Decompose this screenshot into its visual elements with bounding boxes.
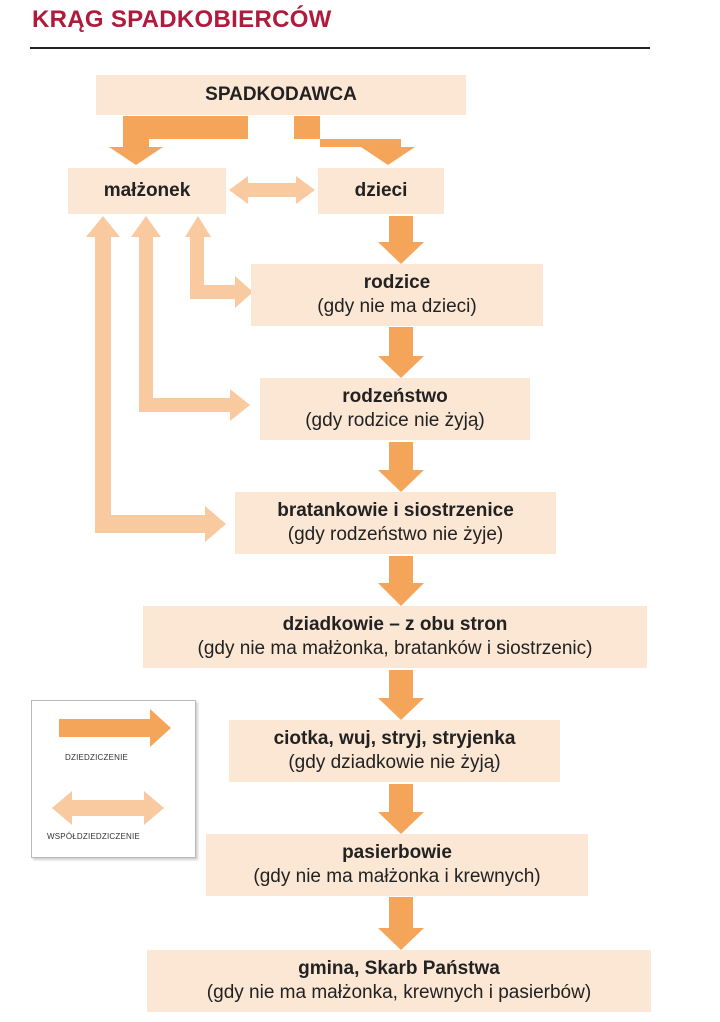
- arrow-rodzice-to-rodzenstwo: [378, 327, 424, 378]
- arrow-malzonek-dzieci-double: [229, 176, 315, 204]
- node-spadkodawca: SPADKODAWCA: [96, 75, 466, 115]
- node-pasierbowie-condition: (gdy nie ma małżonka i krewnych): [253, 866, 541, 887]
- node-bratankowie-condition: (gdy rodzeństwo nie żyje): [287, 524, 504, 545]
- legend-inheritance-arrow-icon: [59, 709, 171, 747]
- arrow-malzonek-rodzice-double: [185, 216, 253, 308]
- node-rodzice-label: rodzice: [363, 272, 431, 293]
- arrow-pasierbowie-to-gmina: [378, 897, 424, 950]
- legend-coinheritance-arrow-icon: [52, 791, 164, 825]
- arrow-spadkodawca-to-dzieci: [294, 116, 415, 165]
- node-rodzice: rodzice (gdy nie ma dzieci): [251, 264, 543, 326]
- node-dziadkowie-label: dziadkowie – z obu stron: [282, 614, 508, 635]
- arrow-spadkodawca-to-malzonek: [109, 116, 248, 165]
- node-spadkodawca-label: SPADKODAWCA: [205, 84, 357, 105]
- node-dziadkowie: dziadkowie – z obu stron (gdy nie ma mał…: [143, 606, 647, 668]
- node-rodzice-condition: (gdy nie ma dzieci): [317, 296, 477, 317]
- arrow-malzonek-bratankowie-double: [86, 216, 226, 542]
- title-divider: [30, 47, 650, 49]
- node-gmina-condition: (gdy nie ma małżonka, krewnych i pasierb…: [206, 982, 592, 1003]
- node-pasierbowie-label: pasierbowie: [342, 842, 452, 863]
- diagram-title: KRĄG SPADKOBIERCÓW: [32, 6, 332, 33]
- node-dzieci: dzieci: [318, 168, 444, 214]
- node-rodzenstwo: rodzeństwo (gdy rodzice nie żyją): [260, 378, 530, 440]
- inheritance-arrows: [109, 116, 424, 950]
- node-bratankowie-label: bratankowie i siostrzenice: [277, 500, 514, 521]
- legend-arrows: [52, 709, 171, 825]
- node-ciotka: ciotka, wuj, stryj, stryjenka (gdy dziad…: [229, 720, 560, 782]
- node-malzonek: małżonek: [68, 168, 226, 214]
- legend-inheritance-label: DZIEDZICZENIE: [65, 753, 129, 762]
- arrow-ciotka-to-pasierbowie: [378, 784, 424, 834]
- legend: DZIEDZICZENIE WSPÓŁDZIEDZICZENIE: [31, 700, 196, 858]
- arrow-dziadkowie-to-ciotka: [378, 670, 424, 720]
- arrow-malzonek-rodzenstwo-double: [131, 216, 250, 421]
- node-dziadkowie-condition: (gdy nie ma małżonka, bratanków i siostr…: [197, 638, 593, 659]
- legend-coinheritance-label: WSPÓŁDZIEDZICZENIE: [47, 832, 140, 841]
- node-ciotka-condition: (gdy dziadkowie nie żyją): [288, 752, 501, 773]
- node-dzieci-label: dzieci: [354, 180, 408, 201]
- coinheritance-arrows: [86, 176, 315, 542]
- node-rodzenstwo-label: rodzeństwo: [342, 386, 448, 407]
- node-pasierbowie: pasierbowie (gdy nie ma małżonka i krewn…: [206, 834, 588, 896]
- node-rodzenstwo-condition: (gdy rodzice nie żyją): [305, 410, 485, 431]
- node-gmina: gmina, Skarb Państwa (gdy nie ma małżonk…: [147, 950, 651, 1012]
- node-ciotka-label: ciotka, wuj, stryj, stryjenka: [273, 728, 516, 749]
- node-malzonek-label: małżonek: [103, 180, 191, 201]
- arrow-dzieci-to-rodzice-shaft: [378, 216, 424, 264]
- node-bratankowie: bratankowie i siostrzenice (gdy rodzeńst…: [235, 492, 556, 554]
- node-gmina-label: gmina, Skarb Państwa: [298, 958, 500, 979]
- arrow-rodzenstwo-to-bratankowie: [378, 442, 424, 492]
- arrow-bratankowie-to-dziadkowie: [378, 556, 424, 606]
